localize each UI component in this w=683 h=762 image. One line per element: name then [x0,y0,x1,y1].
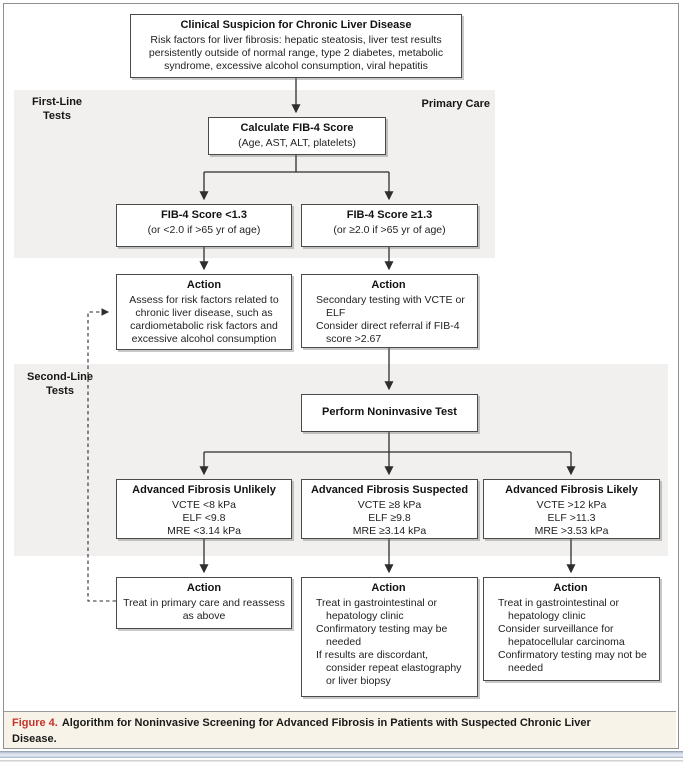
box-body: (or ≥2.0 if >65 yr of age) [333,223,446,236]
action-item: Consider surveillance for hepatocellular… [498,622,625,648]
box-action-treat-primary-care: Action Treat in primary care and reasses… [116,577,292,629]
box-body: (or <2.0 if >65 yr of age) [147,223,261,236]
first-line-tests-label: First-Line Tests [31,96,83,122]
box-title: Action [371,279,406,291]
action-item: Confirmatory testing may not be needed [498,648,647,674]
next-section-divider-bar [0,751,683,758]
box-title: Advanced Fibrosis Likely [505,484,638,496]
box-action-gi-clinic-likely: Action Treat in gastrointestinal or hepa… [483,577,660,681]
criteria-line: MRE ≥3.14 kPa [352,524,427,537]
box-body: Assess for risk factors related to chron… [129,293,279,345]
figure-number: Figure 4. [12,717,58,729]
box-title: Action [186,582,222,594]
box-title: Perform Noninvasive Test [322,405,457,418]
box-title: Advanced Fibrosis Unlikely [132,484,276,496]
criteria-line: MRE >3.53 kPa [534,524,609,537]
action-item: Treat in gastrointestinal or hepatology … [498,596,620,622]
criteria-line: VCTE ≥8 kPa [357,498,422,511]
box-perform-noninvasive-test: Perform Noninvasive Test [301,394,478,432]
criteria-line: ELF >11.3 [547,511,596,524]
box-action-secondary-testing: Action Secondary testing with VCTE or EL… [301,274,478,348]
box-action-gi-clinic-suspected: Action Treat in gastrointestinal or hepa… [301,577,478,697]
box-title: Clinical Suspicion for Chronic Liver Dis… [180,19,412,31]
box-title: FIB-4 Score ≥1.3 [346,209,433,221]
box-title: Action [553,582,588,594]
action-item: Treat in gastrointestinal or hepatology … [316,596,438,622]
box-action-assess-risk-factors: Action Assess for risk factors related t… [116,274,292,350]
action-item: Secondary testing with VCTE or ELF [316,293,465,319]
box-title: Action [186,279,222,291]
action-item: If results are discordant, consider repe… [316,648,462,687]
box-calculate-fib4: Calculate FIB-4 Score (Age, AST, ALT, pl… [208,117,386,155]
criteria-line: ELF <9.8 [182,511,226,524]
box-fib4-high: FIB-4 Score ≥1.3 (or ≥2.0 if >65 yr of a… [301,204,478,247]
box-title: Action [371,582,406,594]
action-item: Confirmatory testing may be needed [316,622,448,648]
box-body: (Age, AST, ALT, platelets) [238,136,356,149]
box-clinical-suspicion: Clinical Suspicion for Chronic Liver Dis… [130,14,462,78]
figure-caption: Figure 4.Algorithm for Noninvasive Scree… [4,711,676,748]
criteria-line: ELF ≥9.8 [368,511,411,524]
box-body: Risk factors for liver fibrosis: hepatic… [148,33,444,72]
figure-caption-text: Algorithm for Noninvasive Screening for … [12,717,591,745]
box-fib4-low: FIB-4 Score <1.3 (or <2.0 if >65 yr of a… [116,204,292,247]
box-title: Advanced Fibrosis Suspected [310,484,469,496]
criteria-line: VCTE <8 kPa [172,498,236,511]
criteria-line: MRE <3.14 kPa [167,524,241,537]
action-item: Consider direct referral if FIB-4 score … [316,319,460,345]
box-title: FIB-4 Score <1.3 [161,209,247,221]
second-line-tests-label: Second-Line Tests [26,371,93,397]
box-advanced-fibrosis-unlikely: Advanced Fibrosis Unlikely VCTE <8 kPa E… [116,479,292,539]
criteria-line: VCTE >12 kPa [536,498,607,511]
box-title: Calculate FIB-4 Score [240,122,354,134]
next-section-edge [0,760,683,762]
box-advanced-fibrosis-suspected: Advanced Fibrosis Suspected VCTE ≥8 kPa … [301,479,478,539]
box-advanced-fibrosis-likely: Advanced Fibrosis Likely VCTE >12 kPa EL… [483,479,660,539]
primary-care-label: Primary Care [421,98,491,110]
box-body: Treat in primary care and reassess as ab… [123,596,285,622]
